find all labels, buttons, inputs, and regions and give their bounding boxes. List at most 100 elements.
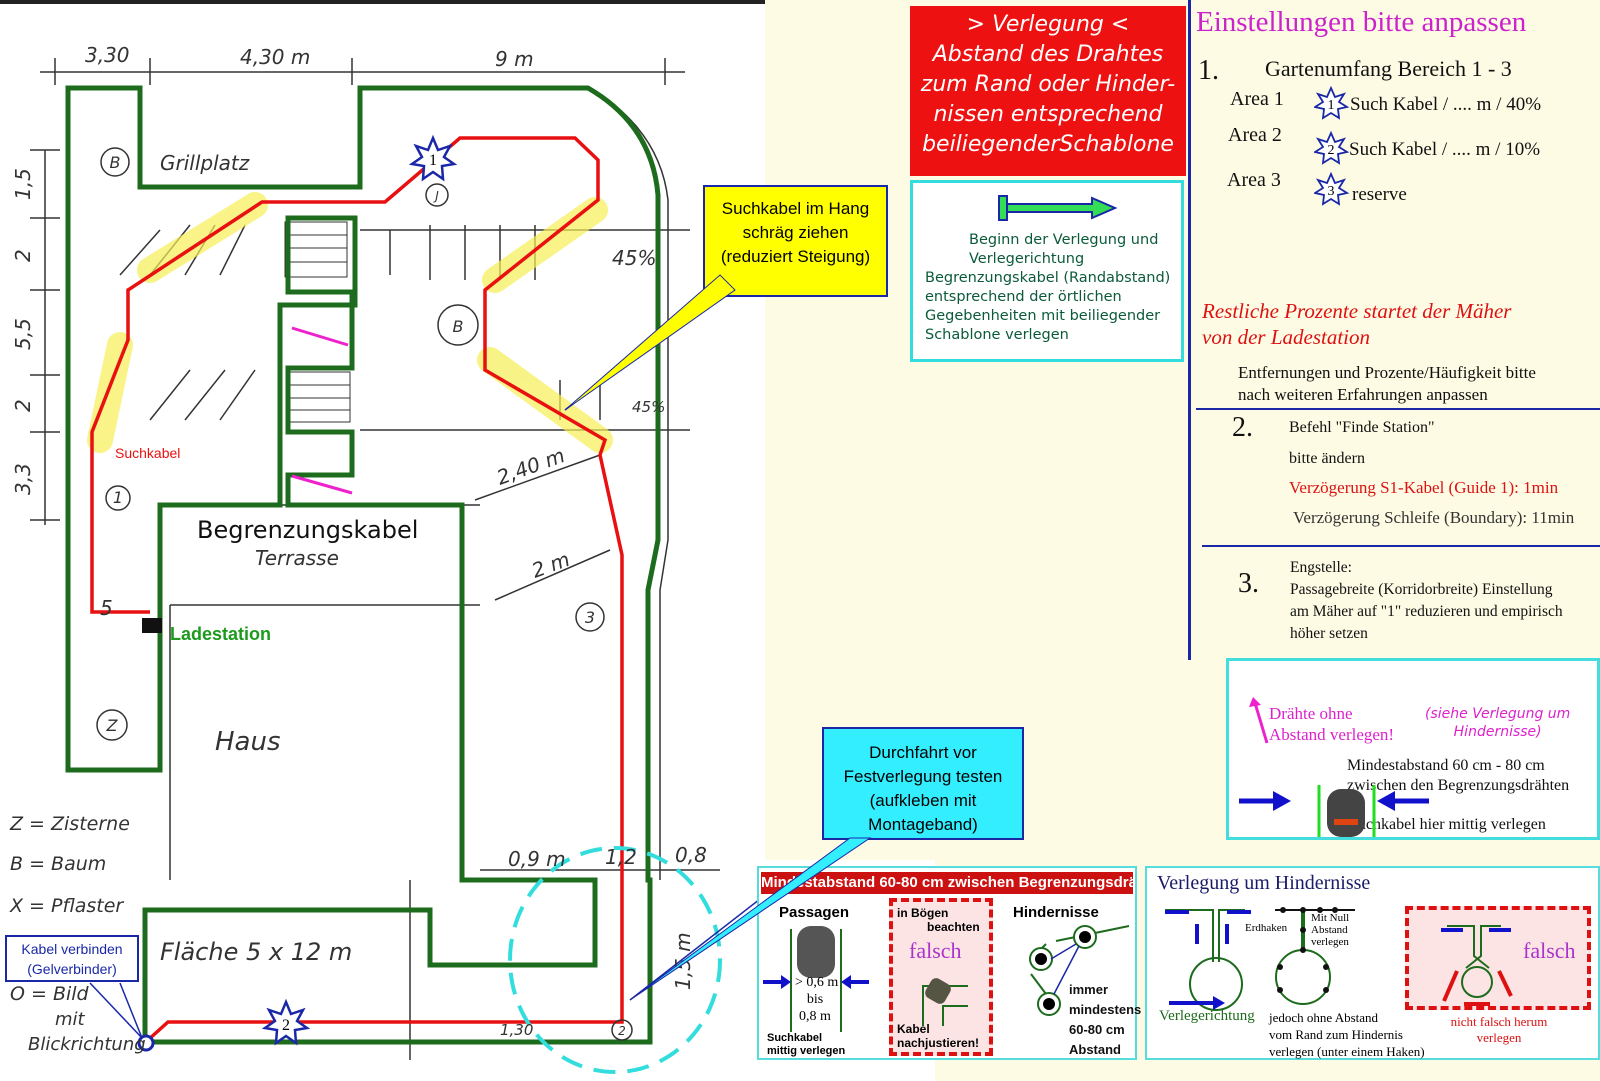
- svg-text:5,5: 5,5: [11, 318, 35, 350]
- panel-text: jedoch ohne Abstand: [1269, 1010, 1379, 1025]
- svg-text:45%: 45%: [612, 246, 656, 270]
- red-box-line: beiliegenderSchablone: [922, 132, 1174, 157]
- panel-text: Mindestabstand 60 cm - 80 cm: [1347, 757, 1545, 774]
- divider: [1188, 0, 1191, 660]
- panel-title: Verlegung um Hindernisse: [1157, 872, 1371, 894]
- svg-text:3,30: 3,30: [85, 43, 130, 67]
- callout-text: Suchkabel im Hang schräg ziehen (reduzie…: [720, 199, 871, 266]
- legend-line: Blickrichtung: [28, 1034, 146, 1055]
- panel-text: nachjustieren!: [897, 1036, 980, 1050]
- panel-text: nicht falsch herum: [1450, 1014, 1548, 1029]
- panel-text: Suchkabel: [767, 1032, 823, 1044]
- magenta-arrow-icon: [1249, 697, 1269, 744]
- svg-text:3,3: 3,3: [11, 463, 35, 495]
- legend-text: Schablone verlegen: [925, 327, 1069, 343]
- section-heading: Gartenumfang Bereich 1 - 3: [1265, 56, 1512, 81]
- range-text: 0,8 m: [799, 1009, 831, 1024]
- wrong-label: falsch: [1523, 938, 1576, 963]
- photo-marker: 1: [113, 488, 123, 507]
- charging-station-icon: [142, 618, 162, 633]
- panel-text: (siehe Verlegung um: [1425, 706, 1571, 722]
- wire-distance-panel: Drähte ohne Abstand verlegen! (siehe Ver…: [1226, 658, 1600, 840]
- test-callout: Durchfahrt vor Festverlegung testen (auf…: [822, 727, 1024, 840]
- panel-text: Verlegerichtung: [1159, 1008, 1255, 1024]
- cistern-marker: Z: [106, 716, 119, 735]
- photo-marker: 2: [618, 1024, 626, 1038]
- connector-icon: [137, 1034, 155, 1052]
- charging-station-label: Ladestation: [170, 624, 271, 644]
- svg-text:1,5: 1,5: [11, 168, 35, 200]
- legend-text: Gegebenheiten mit beiliegender: [925, 308, 1161, 324]
- area-setting: Such Kabel / .... m / 40%: [1350, 94, 1542, 115]
- panel-text: verlegen: [1311, 936, 1349, 948]
- legend-line: B = Baum: [10, 853, 106, 875]
- search-cable-label: Suchkabel: [115, 445, 180, 461]
- area-star-1: 1: [408, 134, 458, 182]
- range-text: > 0,6 m: [795, 975, 839, 990]
- svg-text:Terrasse: Terrasse: [255, 546, 339, 570]
- direction-arrow-icon: [1169, 996, 1225, 1010]
- note-line: Entfernungen und Prozente/Häufigkeit bit…: [1238, 363, 1536, 382]
- panel-text: Abstand: [1311, 924, 1348, 936]
- svg-text:2: 2: [11, 249, 35, 262]
- svg-text:0,8: 0,8: [675, 843, 707, 867]
- laying-instructions-box: > Verlegung < Abstand des Drahtes zum Ra…: [910, 6, 1186, 176]
- boundary-cable-label: Begrenzungskabel: [197, 516, 418, 544]
- legend-text: Begrenzungskabel (Randabstand): [925, 270, 1171, 286]
- garden-sketch: 1 2 B B Z 1 3 2 J 3,30 4,30 m 9 m 1,5 2 …: [0, 0, 935, 1081]
- range-text: bis: [806, 992, 824, 1007]
- tree-marker: B: [110, 153, 121, 172]
- boundary-delay-setting: Verzögerung Schleife (Boundary): 11min: [1293, 508, 1575, 527]
- svg-text:2: 2: [282, 1017, 290, 1034]
- photo-marker: J: [433, 189, 439, 203]
- panel-text: beachten: [927, 920, 980, 934]
- panel-text: zwischen den Begrenzungsdrähten: [1347, 777, 1570, 794]
- legend-line: X = Pflaster: [9, 895, 124, 917]
- curve-icon: [922, 978, 968, 1026]
- section-line: höher setzen: [1290, 625, 1368, 642]
- guide-delay-setting: Verzögerung S1-Kabel (Guide 1): 1min: [1289, 478, 1559, 497]
- svg-text:1,2: 1,2: [605, 845, 637, 869]
- panel-text: vom Rand zum Hindernis: [1269, 1027, 1403, 1042]
- section-line: bitte ändern: [1289, 450, 1365, 467]
- panel-text: verlegen (unter einem Haken): [1269, 1044, 1425, 1059]
- legend-text: Beginn der Verlegung und: [969, 232, 1159, 248]
- panel-text: mindestens: [1069, 1002, 1142, 1017]
- start-direction-legend: Beginn der Verlegung und Verlegerichtung…: [910, 180, 1184, 362]
- svg-text:1,30: 1,30: [500, 1021, 533, 1039]
- panel-text: Mit Null: [1311, 912, 1350, 924]
- panel-text: 60-80 cm: [1069, 1022, 1125, 1037]
- wrong-label: falsch: [909, 938, 962, 963]
- section-number: 1.: [1198, 55, 1219, 86]
- section-line: Passagebreite (Korridorbreite) Einstellu…: [1290, 581, 1553, 598]
- red-box-line: nissen entsprechend: [933, 102, 1163, 127]
- area-star-icons: 1 2 3: [1314, 86, 1350, 206]
- area-name: Area 2: [1228, 124, 1282, 146]
- divider: [1202, 545, 1600, 547]
- slope-callout: Suchkabel im Hang schräg ziehen (reduzie…: [703, 185, 888, 297]
- section-line: Engstelle:: [1290, 559, 1352, 576]
- adjust-note: Entfernungen und Prozente/Häufigkeit bit…: [1238, 362, 1536, 406]
- note-line: Restliche Prozente startet der Mäher: [1202, 299, 1512, 323]
- area-star-2: 2: [261, 998, 311, 1046]
- area-setting: Such Kabel / .... m / 10%: [1349, 139, 1541, 160]
- panel-text: mittig verlegen: [767, 1045, 846, 1057]
- callout-text: Durchfahrt vor Festverlegung testen (auf…: [843, 743, 1003, 834]
- section-number: 2.: [1232, 412, 1253, 443]
- magenta-arrows: [291, 326, 353, 495]
- photo-marker: 3: [585, 608, 595, 627]
- panel-text: Drähte ohne: [1269, 704, 1353, 723]
- red-box-line: > Verlegung <: [966, 12, 1130, 37]
- legend-text: Verlegerichtung: [969, 251, 1085, 267]
- area-name: Area 3: [1227, 169, 1281, 191]
- callout-text: Kabel verbinden (Gelverbinder): [21, 941, 123, 977]
- hooks-label: Erdhaken: [1245, 922, 1288, 934]
- obstacles-icon: [1029, 925, 1130, 1016]
- panel-text: verlegen: [1476, 1030, 1522, 1045]
- svg-text:2: 2: [11, 399, 35, 412]
- red-box-line: zum Rand oder Hinder-: [920, 72, 1176, 97]
- legend-line: O = Bild: [10, 983, 90, 1005]
- svg-text:9 m: 9 m: [495, 47, 534, 71]
- panel-text: immer: [1069, 982, 1109, 997]
- wrong-direction-box: falsch: [1405, 906, 1591, 1010]
